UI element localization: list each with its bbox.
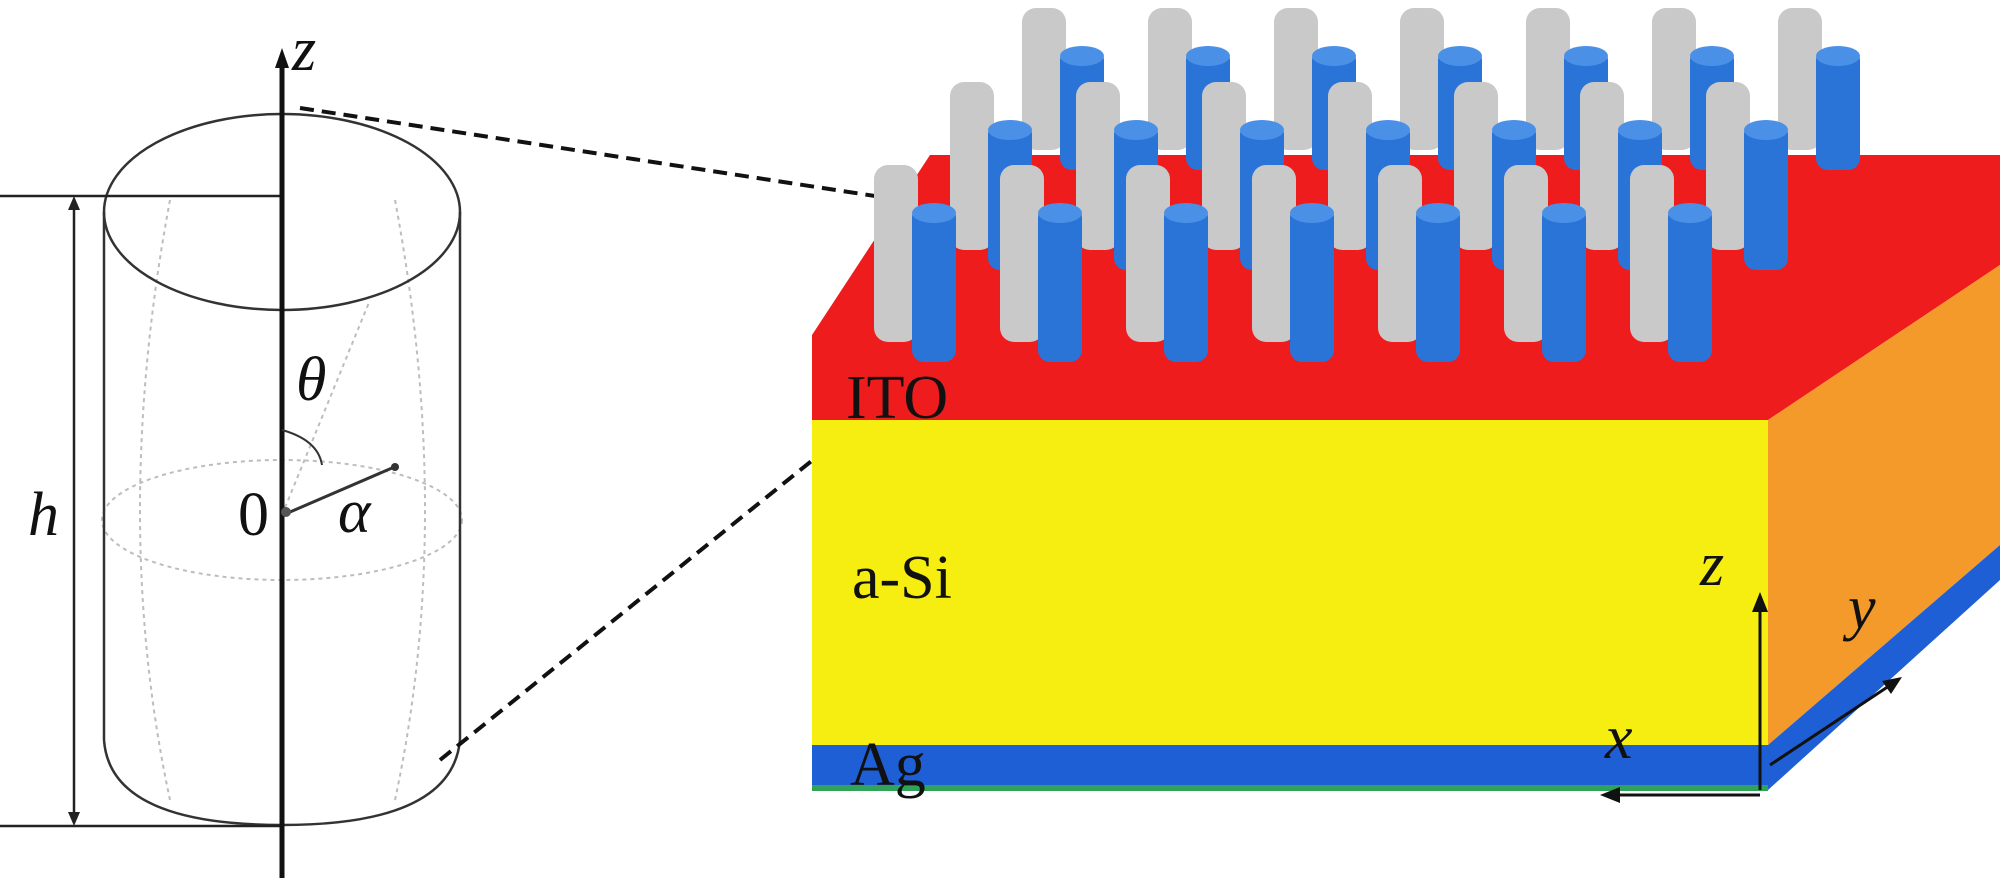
pillar-shadow	[1778, 8, 1822, 150]
nanopillar	[1668, 205, 1712, 362]
nanopillar	[1744, 122, 1788, 270]
cylinder-diagram: z h θ 0 α	[0, 16, 463, 878]
nanopillar-cap	[1312, 46, 1356, 66]
ag-bottom-edge	[812, 785, 1768, 791]
origin-dot	[281, 507, 291, 517]
pillar-shadow	[1652, 8, 1696, 150]
origin-label: 0	[238, 481, 269, 549]
nanopillar-cap	[1366, 120, 1410, 140]
height-arrow-top	[68, 196, 80, 210]
pillar-shadow	[1630, 165, 1674, 342]
nanopillar-cap	[1668, 203, 1712, 223]
zoom-connector-bottom	[438, 428, 852, 762]
nanopillar	[1290, 205, 1334, 362]
nanopillar-cap	[1564, 46, 1608, 66]
nanopillar-cap	[1816, 46, 1860, 66]
nanopillar-cap	[1038, 203, 1082, 223]
nanopillar-array	[874, 8, 1860, 362]
pillar-shadow	[1202, 82, 1246, 250]
nanopillar	[912, 205, 956, 362]
ito-front-face	[812, 360, 1768, 422]
pillar-shadow	[1126, 165, 1170, 342]
nanopillar	[1164, 205, 1208, 362]
nanopillar-cap	[988, 120, 1032, 140]
nanopillar	[1542, 205, 1586, 362]
right-side-face	[1768, 265, 2000, 745]
pillar-shadow	[1400, 8, 1444, 150]
zoom-connectors	[299, 106, 889, 762]
nanopillar-cap	[1492, 120, 1536, 140]
nanopillar-cap	[912, 203, 956, 223]
cylinder-z-label: z	[291, 16, 316, 84]
pillar-shadow	[1076, 82, 1120, 250]
radius-end-dot	[391, 463, 399, 471]
zoom-connector-top	[299, 106, 889, 200]
x-axis-label: x	[1604, 704, 1633, 772]
nanopillar-cap	[1542, 203, 1586, 223]
pillar-shadow	[1580, 82, 1624, 250]
nanopillar-cap	[1114, 120, 1158, 140]
nanopillar	[1816, 48, 1860, 170]
radius-arrow	[281, 463, 399, 517]
cylinder-axis-arrow	[275, 48, 289, 68]
asi-label: a-Si	[852, 544, 952, 612]
z-axis-arrow	[1752, 592, 1768, 612]
y-axis-line	[1769, 680, 1896, 767]
cylinder-slant-line	[281, 299, 371, 516]
pillar-shadow	[1328, 82, 1372, 250]
solar-cell-stack: ITO a-Si Ag z x y	[812, 8, 2000, 803]
x-axis-arrow	[1600, 787, 1620, 803]
nanopillar	[1416, 205, 1460, 362]
height-label: h	[28, 481, 59, 549]
height-arrow-bottom	[68, 812, 80, 826]
nanopillar-cap	[1690, 46, 1734, 66]
pillar-shadow	[1148, 8, 1192, 150]
ag-label: Ag	[850, 731, 926, 799]
theta-arc	[281, 429, 323, 466]
pillar-shadow	[874, 165, 918, 342]
pillar-shadow	[1378, 165, 1422, 342]
radius-label: α	[338, 478, 372, 546]
pillar-shadow	[1022, 8, 1066, 150]
y-axis-arrow	[1882, 677, 1902, 694]
pillar-shadow	[950, 82, 994, 250]
ito-label: ITO	[846, 364, 948, 432]
height-dimension	[0, 194, 282, 828]
nanopillar-cap	[1290, 203, 1334, 223]
nanopillar-cap	[1060, 46, 1104, 66]
cylinder-inner-arc-left	[139, 199, 171, 801]
pillar-shadow	[1706, 82, 1750, 250]
nanopillar-cap	[1164, 203, 1208, 223]
pillar-shadow	[1454, 82, 1498, 250]
nanopillar-cap	[1744, 120, 1788, 140]
nanopillar	[1038, 205, 1082, 362]
pillar-shadow	[1274, 8, 1318, 150]
z-axis-label: z	[1699, 531, 1724, 599]
nanopillar-cap	[1438, 46, 1482, 66]
pillar-shadow	[1526, 8, 1570, 150]
asi-layer	[812, 420, 1768, 745]
pillar-shadow	[1000, 165, 1044, 342]
pillar-shadow	[1252, 165, 1296, 342]
cylinder-z-axis	[275, 48, 289, 878]
y-axis-label: y	[1842, 574, 1876, 642]
nanopillar-cap	[1240, 120, 1284, 140]
nanopillar-cap	[1416, 203, 1460, 223]
nanopillar-cap	[1186, 46, 1230, 66]
radius-line	[289, 466, 393, 514]
nanopillar-cap	[1618, 120, 1662, 140]
theta-label: θ	[296, 346, 326, 414]
ag-layer	[812, 745, 1768, 785]
coordinate-axes	[1600, 592, 1902, 803]
pillar-shadow	[1504, 165, 1548, 342]
cylinder-inner-arc-right	[394, 199, 426, 801]
